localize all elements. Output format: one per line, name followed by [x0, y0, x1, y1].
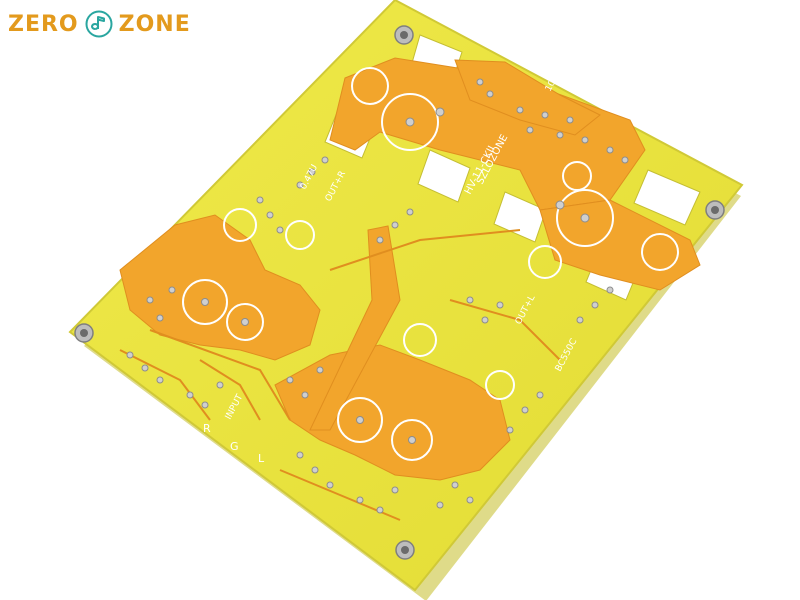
brand-word-left: ZERO	[8, 11, 79, 37]
music-note-icon	[85, 10, 113, 38]
copper-areas	[119, 57, 701, 481]
channel-right-label: R	[203, 422, 211, 435]
brand-logo: ZERO ZONE	[8, 6, 191, 42]
ground-label: G	[230, 440, 239, 453]
channel-left-label: L	[258, 452, 265, 465]
capacitor-footprints	[182, 67, 679, 461]
mounting-holes	[74, 25, 725, 560]
pcb-traces	[119, 229, 561, 521]
drill-pads	[126, 78, 629, 514]
brand-word-right: ZONE	[118, 11, 191, 37]
